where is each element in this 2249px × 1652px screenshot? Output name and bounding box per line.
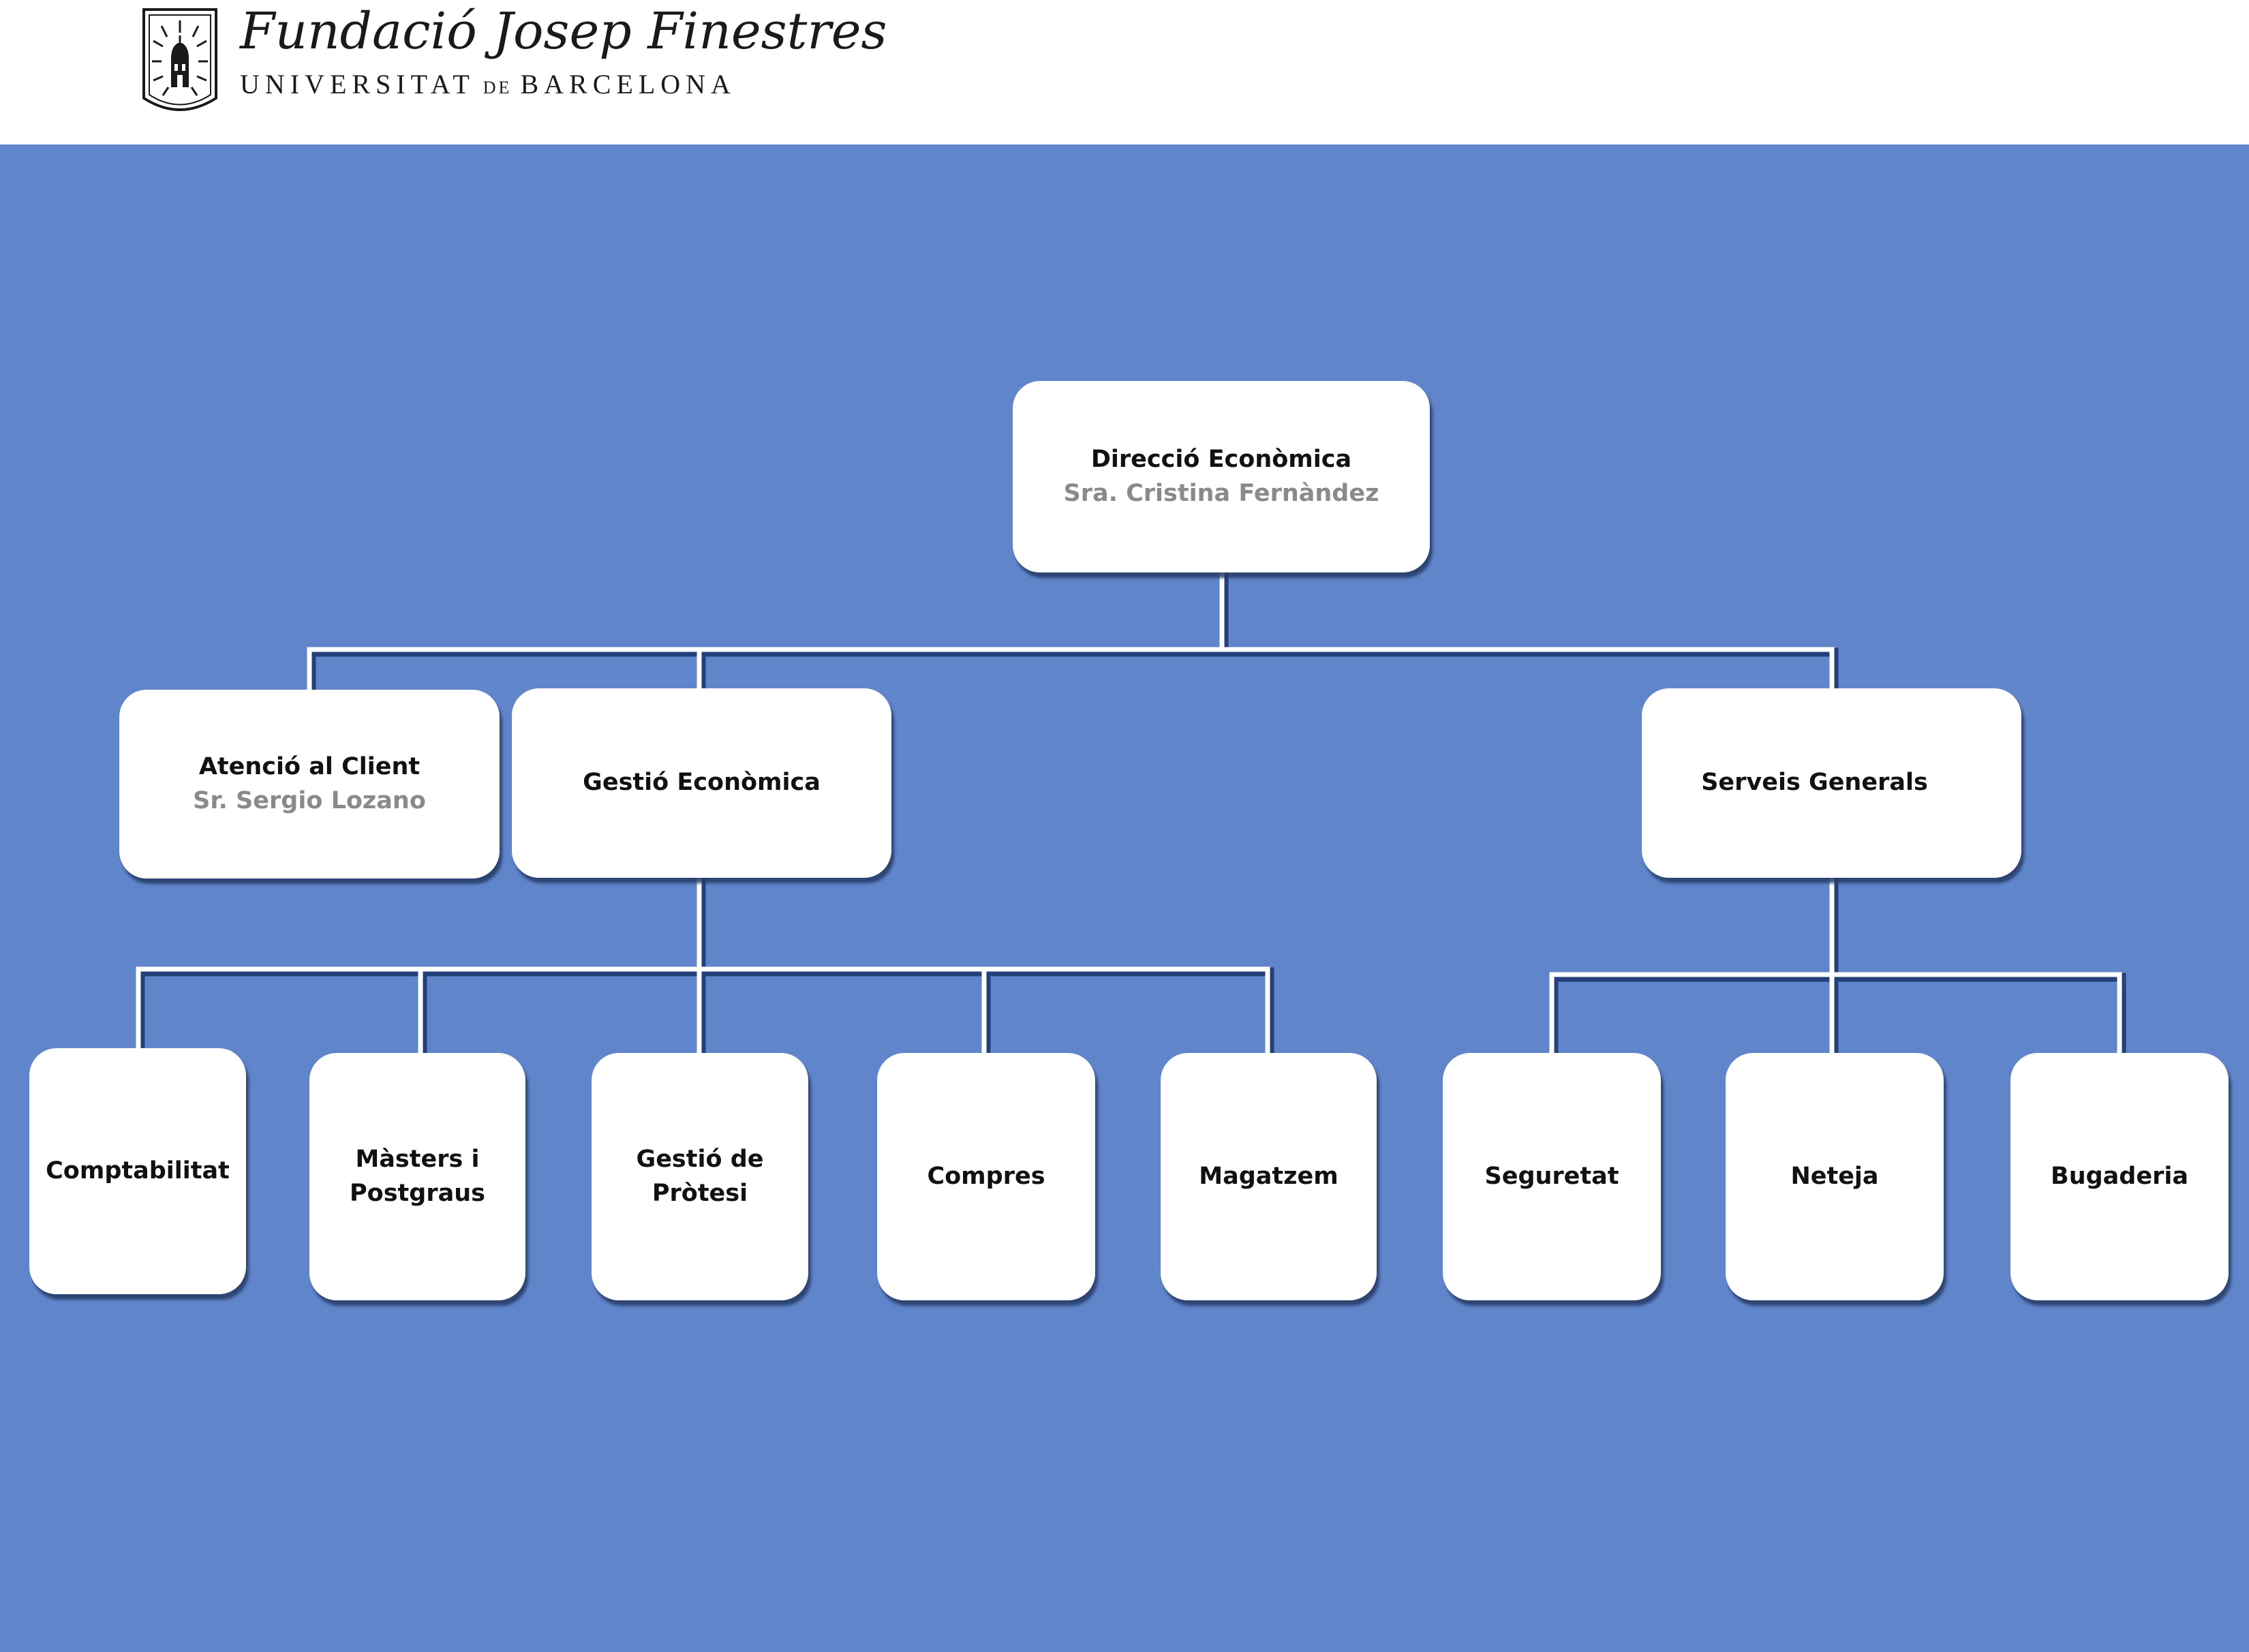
node-neteja: Neteja bbox=[1726, 1053, 1944, 1300]
node-title: Direcció Econòmica bbox=[1090, 445, 1352, 473]
node-bugaderia: Bugaderia bbox=[2010, 1053, 2229, 1300]
university-name-prefix: UNIVERSITAT bbox=[240, 69, 475, 100]
node-seguretat: Seguretat bbox=[1443, 1053, 1661, 1300]
node-serveis-generals: Serveis Generals bbox=[1642, 688, 2021, 878]
node-atencio-al-client: Atenció al Client Sr. Sergio Lozano bbox=[119, 690, 500, 878]
organization-name: Fundació Josep Finestres bbox=[240, 2, 887, 61]
node-masters-i-postgraus: Màsters i Postgraus bbox=[309, 1053, 525, 1300]
node-title: Magatzem bbox=[1199, 1162, 1338, 1190]
node-title: Màsters i Postgraus bbox=[350, 1145, 485, 1207]
university-name-suffix: BARCELONA bbox=[520, 69, 736, 100]
node-title: Neteja bbox=[1790, 1162, 1879, 1190]
node-compres: Compres bbox=[877, 1053, 1095, 1300]
node-title: Gestió de Pròtesi bbox=[636, 1145, 764, 1207]
node-title: Compres bbox=[927, 1162, 1045, 1190]
university-seal-icon bbox=[142, 8, 217, 111]
node-gestio-economica: Gestió Econòmica bbox=[512, 688, 891, 878]
university-name-de: DE bbox=[483, 78, 512, 97]
node-title: Bugaderia bbox=[2051, 1162, 2188, 1190]
university-name: UNIVERSITAT DE BARCELONA bbox=[240, 68, 736, 100]
header: Fundació Josep Finestres UNIVERSITAT DE BA… bbox=[0, 0, 2249, 144]
node-direccio-economica: Direcció Econòmica Sra. Cristina Fernànd… bbox=[1013, 381, 1430, 572]
node-title: Serveis Generals bbox=[1701, 769, 1928, 797]
node-title: Gestió Econòmica bbox=[583, 769, 821, 797]
node-gestio-de-protesi: Gestió de Pròtesi bbox=[592, 1053, 808, 1300]
node-magatzem: Magatzem bbox=[1161, 1053, 1377, 1300]
node-person: Sra. Cristina Fernàndez bbox=[1063, 479, 1379, 507]
node-title: Atenció al Client bbox=[198, 752, 420, 780]
node-comptabilitat: Comptabilitat bbox=[29, 1048, 246, 1294]
org-chart-background bbox=[0, 144, 2249, 1652]
node-title: Seguretat bbox=[1484, 1162, 1619, 1190]
node-person: Sr. Sergio Lozano bbox=[193, 786, 426, 814]
node-title: Comptabilitat bbox=[46, 1157, 230, 1184]
